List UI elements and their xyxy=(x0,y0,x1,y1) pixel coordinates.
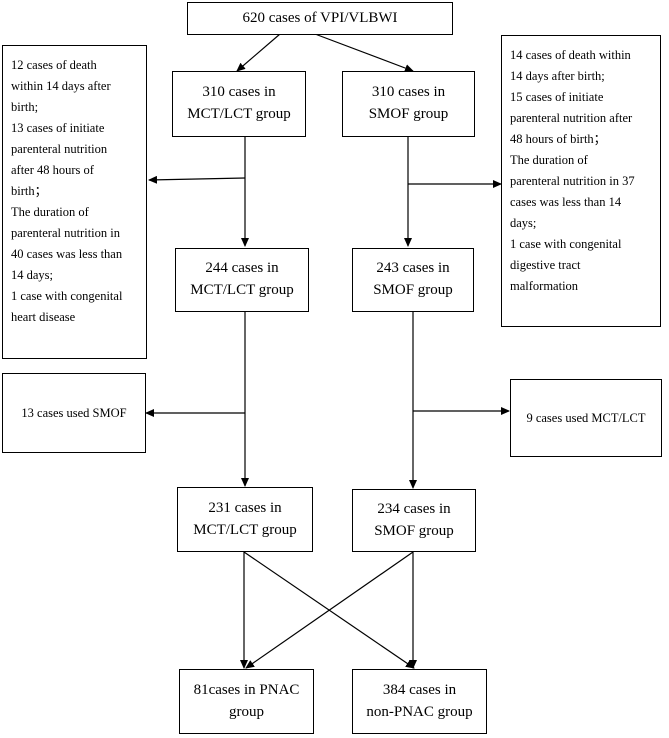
smof-group-mid-box: 243 cases in SMOF group xyxy=(352,248,474,312)
total-cases-text: 620 cases of VPI/VLBWI xyxy=(242,9,398,26)
smof-initial-line1: 310 cases in xyxy=(371,84,446,101)
exclusion-left-line: birth; xyxy=(11,100,39,114)
non-pnac-line2: non-PNAC group xyxy=(366,703,473,720)
pnac-line1: 81cases in PNAC xyxy=(193,681,300,698)
arrow-top-to-mctlct xyxy=(236,33,281,72)
exclusion-left-box: 12 cases of death within 14 days after b… xyxy=(2,45,147,359)
exclusion-right-line: parenteral nutrition after xyxy=(510,111,633,125)
exclusion-left-line: 40 cases was less than xyxy=(11,247,123,261)
exclusion-left-line: within 14 days after xyxy=(11,79,111,93)
exclusion-left-line: heart disease xyxy=(11,310,76,324)
total-cases-box: 620 cases of VPI/VLBWI xyxy=(187,2,453,35)
mctlct-mid-line2: MCT/LCT group xyxy=(190,282,294,298)
smof-final-line1: 234 cases in xyxy=(377,500,451,517)
exclusion-right-line: malformation xyxy=(510,279,579,293)
mctlct-mid-line1: 244 cases in xyxy=(205,260,279,277)
mctlct-group-initial-box: 310 cases in MCT/LCT group xyxy=(172,71,306,137)
mctlct-initial-line2: MCT/LCT group xyxy=(187,106,291,122)
switch-left-box: 13 cases used SMOF xyxy=(2,373,146,453)
exclusion-right-line: parenteral nutrition in 37 xyxy=(510,174,635,188)
exclusion-left-line: 14 days; xyxy=(11,268,54,282)
smof-mid-line1: 243 cases in xyxy=(376,260,450,277)
exclusion-right-line: 15 cases of initiate xyxy=(510,90,604,104)
mctlct-final-line1: 231 cases in xyxy=(208,499,282,516)
switch-right-box: 9 cases used MCT/LCT xyxy=(510,379,662,457)
exclusion-right-box: 14 cases of death within 14 days after b… xyxy=(501,35,661,327)
exclusion-left-line: 12 cases of death xyxy=(11,58,97,72)
smof-group-initial-box: 310 cases in SMOF group xyxy=(342,71,475,137)
exclusion-right-line: The duration of xyxy=(510,153,588,167)
exclusion-left-line: parenteral nutrition in xyxy=(11,226,120,240)
switch-left-text: 13 cases used SMOF xyxy=(21,405,127,420)
exclusion-right-line: 14 cases of death within xyxy=(510,48,631,62)
exclusion-left-line: The duration of xyxy=(11,205,89,219)
arrow-smof-to-pnac xyxy=(245,551,414,669)
exclusion-left-line: 13 cases of initiate xyxy=(11,121,105,135)
exclusion-left-line: birth； xyxy=(11,184,48,198)
non-pnac-outcome-box: 384 cases in non-PNAC group xyxy=(352,669,487,734)
exclusion-left-line: 1 case with congenital xyxy=(11,289,123,303)
mctlct-final-line2: MCT/LCT group xyxy=(193,521,297,538)
exclusion-right-line: cases was less than 14 xyxy=(510,195,622,209)
smof-initial-line2: SMOF group xyxy=(368,106,449,122)
exclusion-right-line: days; xyxy=(510,216,537,230)
exclusion-right-line: digestive tract xyxy=(510,258,581,272)
mctlct-group-mid-box: 244 cases in MCT/LCT group xyxy=(175,248,309,312)
smof-mid-line2: SMOF group xyxy=(373,282,453,298)
mctlct-initial-line1: 310 cases in xyxy=(202,84,276,101)
pnac-outcome-box: 81cases in PNAC group xyxy=(179,669,314,734)
smof-group-final-box: 234 cases in SMOF group xyxy=(352,489,476,552)
arrow-top-to-smof xyxy=(314,33,414,72)
exclusion-left-line: after 48 hours of xyxy=(11,163,94,177)
exclusion-right-line: 14 days after birth; xyxy=(510,69,605,83)
non-pnac-line1: 384 cases in xyxy=(382,681,457,698)
arrow-exclusion-left xyxy=(148,175,246,184)
pnac-line2: group xyxy=(229,703,264,720)
switch-right-text: 9 cases used MCT/LCT xyxy=(526,410,646,425)
mctlct-group-final-box: 231 cases in MCT/LCT group xyxy=(177,487,313,552)
exclusion-left-line: parenteral nutrition xyxy=(11,142,108,156)
exclusion-right-line: 48 hours of birth； xyxy=(510,132,607,146)
exclusion-right-line: 1 case with congenital xyxy=(510,237,622,251)
smof-final-line2: SMOF group xyxy=(374,522,454,539)
